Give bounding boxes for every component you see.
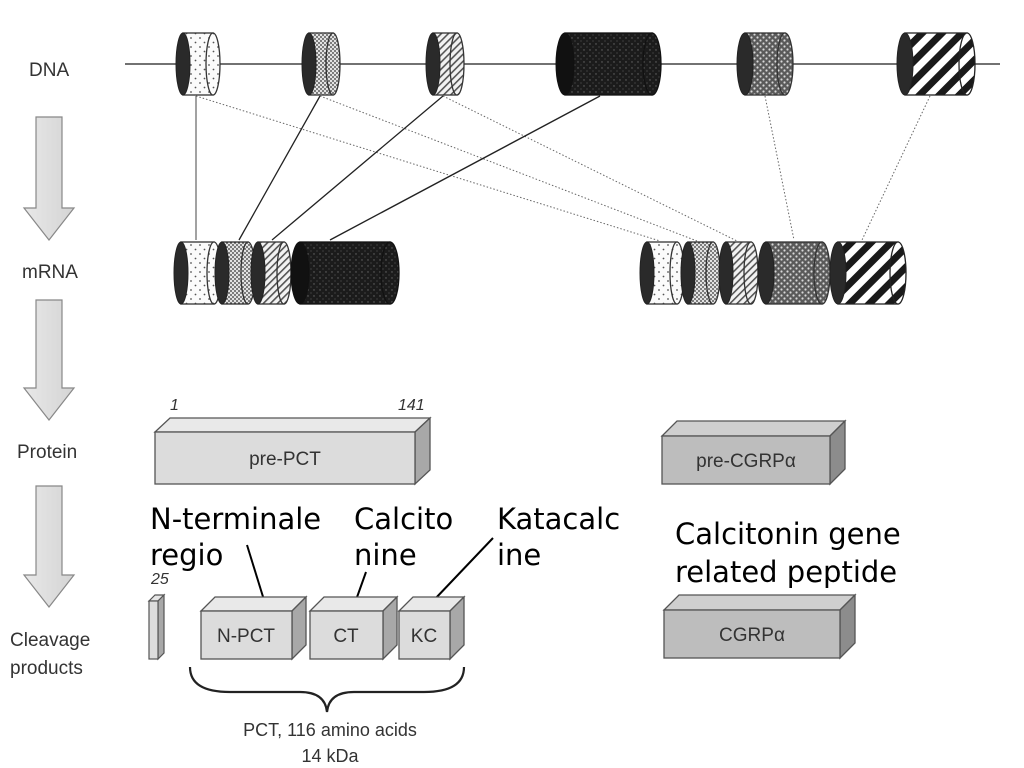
mrna-exon-6 — [829, 241, 907, 305]
annotation-katacalcine: Katacalc — [497, 502, 620, 536]
splice-connectors — [195, 95, 931, 242]
mrna-exon-3 — [250, 241, 292, 305]
mrna-exon-2 — [680, 241, 721, 305]
dna-exon-5 — [736, 32, 794, 96]
mrna-exon-5 — [757, 241, 831, 305]
dna-exon-3 — [425, 32, 465, 96]
dna-exon-6 — [896, 32, 976, 96]
kc-label: KC — [411, 626, 437, 647]
annotation-cgrp: Calcitonin gene — [675, 517, 901, 551]
stage-label-mrna: mRNA — [22, 262, 78, 283]
annotation-n-terminal: N-terminale — [150, 502, 321, 536]
stage-label-dna: DNA — [29, 60, 69, 81]
mrna-exon-4 — [290, 241, 400, 305]
annotation-katacalcine-cont: ine — [497, 538, 541, 572]
pct-size-label: PCT, 116 amino acids — [243, 720, 417, 740]
residue-end-number: 141 — [398, 397, 425, 414]
pre-pct-box: pre-PCT — [153, 416, 432, 486]
stage-label-products: products — [10, 658, 83, 679]
down-arrow-icon — [22, 116, 76, 241]
ct-box: CT — [308, 595, 399, 661]
cgrp-label: CGRPα — [719, 625, 785, 646]
stage-label-protein: Protein — [17, 442, 77, 463]
n-pct-label: N-PCT — [217, 626, 275, 647]
n-pct-box: N-PCT — [199, 595, 308, 661]
pre-pct-label: pre-PCT — [249, 449, 321, 470]
annotation-n-terminal-cont: regio — [150, 538, 223, 572]
mrna-exon-3 — [718, 241, 759, 305]
mrna-exon-1 — [639, 241, 685, 305]
pct-brace — [188, 666, 466, 713]
annotation-calcitonine-cont: nine — [354, 538, 417, 572]
mrna-cgrp-transcript — [639, 241, 907, 305]
annotation-calcitonine: Calcito — [354, 502, 453, 536]
mrna-exon-1 — [173, 241, 222, 305]
stage-label-cleavage: Cleavage — [10, 630, 90, 651]
down-arrow-icon — [22, 485, 76, 608]
signal-fragment-box — [147, 593, 166, 661]
dna-exon-4 — [555, 32, 662, 96]
mrna-calcitonin-transcript — [173, 241, 400, 305]
pre-cgrp-box: pre-CGRPα — [660, 419, 847, 486]
fragment-number: 25 — [150, 571, 169, 588]
mrna-exon-2 — [214, 241, 256, 305]
annotation-cgrp-cont: related peptide — [675, 555, 897, 589]
down-arrow-icon — [22, 299, 76, 421]
cgrp-box: CGRPα — [662, 593, 857, 660]
kc-box: KC — [397, 595, 466, 661]
pre-cgrp-label: pre-CGRPα — [696, 451, 796, 472]
annotation-pointers — [246, 537, 494, 601]
residue-start-number: 1 — [170, 397, 179, 414]
dna-exon-2 — [301, 32, 341, 96]
ct-label: CT — [333, 626, 359, 647]
dna-exon-1 — [175, 32, 221, 96]
pct-mass-label: 14 kDa — [301, 746, 359, 766]
